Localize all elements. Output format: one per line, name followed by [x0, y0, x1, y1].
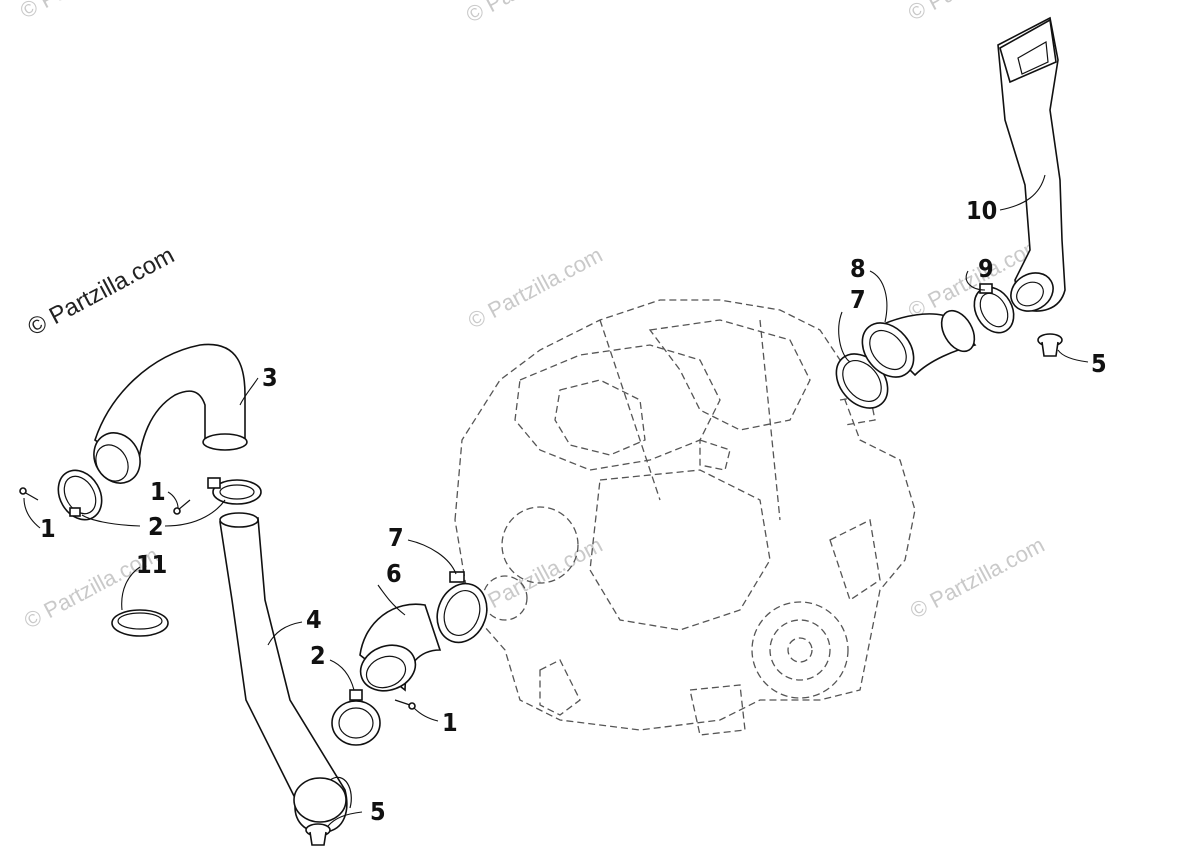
callout-6: 6: [386, 559, 402, 588]
callout-1-left: 1: [40, 514, 56, 543]
callout-2-left: 2: [148, 512, 164, 541]
part-4-long-tube: [219, 512, 352, 833]
callout-9: 9: [978, 254, 994, 283]
part-8-boot: [861, 309, 977, 378]
callout-8: 8: [850, 254, 866, 283]
part-2-clamp-upper-center: [207, 477, 262, 505]
callout-4: 4: [306, 605, 322, 634]
leader-lines: [23, 174, 1089, 827]
part-2-clamp-lower: [331, 689, 381, 746]
callout-1-upper: 1: [150, 477, 166, 506]
callout-1-lower: 1: [442, 708, 458, 737]
part-10-upper-duct: [997, 16, 1066, 312]
callout-11: 11: [136, 550, 167, 579]
part-7-clamp-middle: [436, 571, 488, 644]
callout-5-right: 5: [1091, 349, 1107, 378]
part-5-grommet-right: [1037, 333, 1063, 357]
part-1-screw-left: [19, 487, 39, 501]
callout-7-middle: 7: [388, 523, 404, 552]
part-2-clamp-upper-left: [57, 469, 103, 521]
part-5-grommet-bottom: [305, 823, 331, 846]
part-1-screw-lower: [394, 699, 416, 710]
part-1-screw-upper-center: [173, 499, 191, 515]
callout-2-lower: 2: [310, 641, 326, 670]
callout-5-bottom: 5: [370, 797, 386, 826]
part-3-upper-duct: [93, 343, 248, 484]
callout-3: 3: [262, 363, 278, 392]
part-11-ring: [111, 609, 169, 637]
engine-outline: [454, 299, 916, 736]
callout-10: 10: [966, 196, 997, 225]
part-6-elbow-boot: [359, 603, 442, 692]
callout-7-right: 7: [850, 285, 866, 314]
part-9-clamp: [973, 283, 1015, 334]
